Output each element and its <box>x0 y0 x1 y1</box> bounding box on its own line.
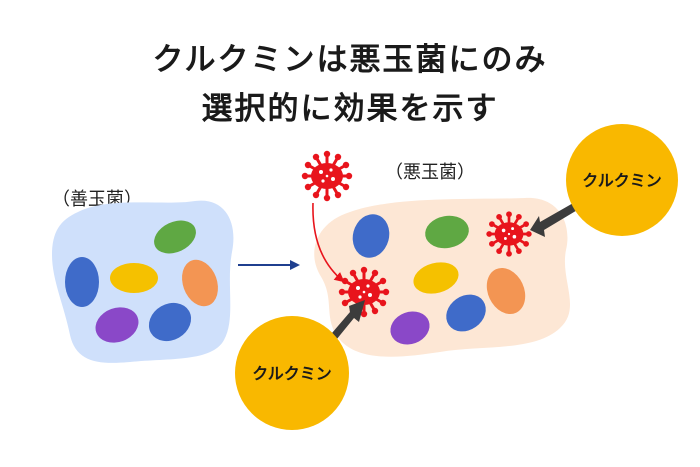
bad-bacteria-purple <box>390 311 430 345</box>
good-bacteria-blue-1 <box>65 257 99 307</box>
bad-bacteria-blue-1 <box>352 214 390 258</box>
good-bacteria-purple <box>95 307 139 343</box>
curcumin-circle-top <box>566 124 678 236</box>
title-line-2: 選択的に効果を示す <box>201 91 499 127</box>
bad-bacteria-green <box>425 215 469 249</box>
good-bacteria-orange <box>182 259 218 307</box>
bad-bacteria-blue-2 <box>446 294 486 332</box>
curcumin-top-arrow <box>530 202 579 237</box>
title-line-1: クルクミンは悪玉菌にのみ <box>152 42 548 78</box>
bad-bacteria-icon-free <box>300 149 354 203</box>
curcumin-label-top: クルクミン <box>582 171 662 190</box>
curcumin-circle-bottom <box>235 316 349 430</box>
germ-entry-arrow <box>312 202 345 283</box>
bad-bacteria-yellow <box>413 262 459 294</box>
good-bacteria-blue-2 <box>148 302 192 342</box>
bad-bacteria-label: （悪玉菌） <box>385 162 475 183</box>
bad-bacteria-orange <box>486 267 526 315</box>
curcumin-label-bottom: クルクミン <box>252 364 332 383</box>
good-bacteria-green <box>154 220 196 254</box>
curcumin-bottom-arrow <box>326 300 365 345</box>
good-bacteria-yellow <box>110 263 158 293</box>
